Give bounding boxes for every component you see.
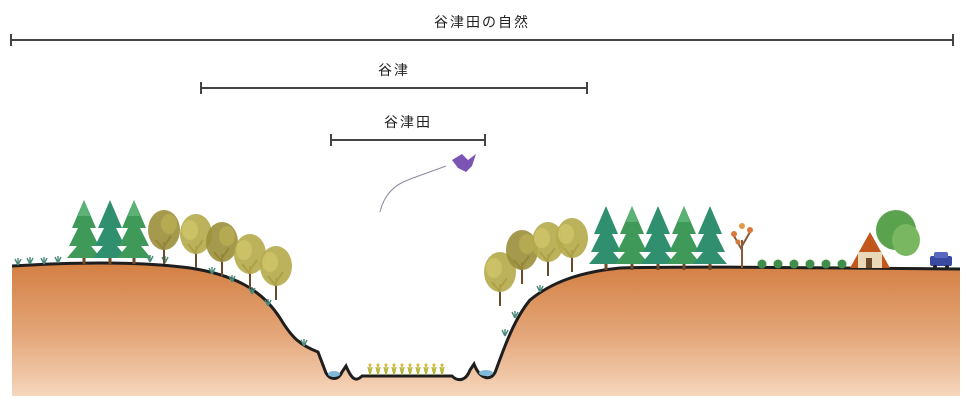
label-nature: 谷津田の自然 bbox=[434, 15, 530, 31]
bird-icon bbox=[452, 154, 476, 172]
range-bar-nature bbox=[10, 34, 954, 46]
range-bar-yatsu bbox=[200, 82, 588, 94]
stream-right-icon bbox=[479, 370, 493, 376]
label-yatsu: 谷津 bbox=[378, 63, 410, 79]
bird-flight-path bbox=[379, 165, 447, 213]
conifer-tree-icon-right bbox=[589, 206, 727, 270]
car-icon bbox=[930, 252, 952, 269]
rice-plant-icon bbox=[367, 362, 445, 376]
range-bar-yatsuda bbox=[330, 134, 486, 146]
stream-left-icon bbox=[328, 371, 340, 377]
conifer-tree-icon bbox=[67, 200, 151, 264]
soil-cross-section bbox=[12, 262, 960, 396]
house-icon bbox=[850, 210, 920, 268]
autumn-tree-icon bbox=[731, 223, 753, 268]
label-yatsuda: 谷津田 bbox=[384, 115, 432, 131]
